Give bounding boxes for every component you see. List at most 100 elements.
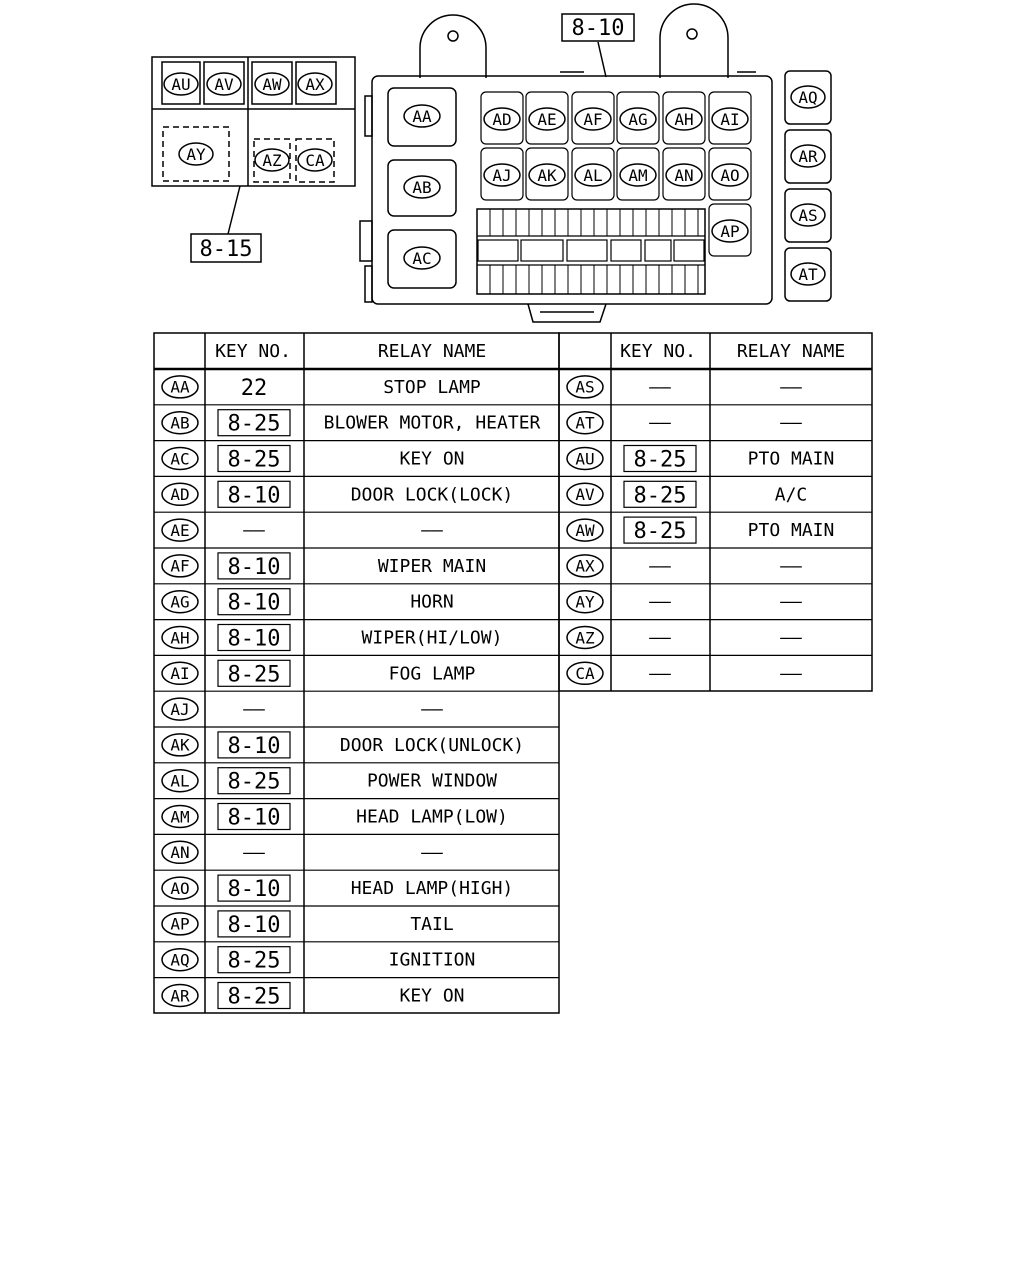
right-id-az: AZ [566,625,604,650]
left-id-ac-label: AC [170,449,189,468]
relay-at: AT [790,262,826,286]
left-id-af-label: AF [170,557,189,576]
right-name-at: —— [780,413,802,434]
right-key-au: 8-25 [634,448,687,473]
right-id-ax: AX [566,554,604,578]
relay-ai-label: AI [720,110,739,129]
left-id-af: AF [161,554,199,578]
left-name-ak: DOOR LOCK(UNLOCK) [340,735,524,756]
right-key-aw: 8-25 [634,519,687,544]
relay-ay: AY [178,142,214,166]
relay-am: AM [619,163,657,187]
main-relay-box: 8-10 [359,3,773,323]
right-key-dash: —— [649,413,671,434]
left-id-ar: AR [161,983,199,1008]
right-row-at: AT —— —— [559,404,872,435]
left-id-an-label: AN [170,843,189,862]
left-key-ad: 8-10 [228,483,281,508]
left-id-ak-label: AK [170,736,190,755]
right-key-dash: —— [649,663,671,684]
right-id-ca-label: CA [575,664,595,683]
left-name-ao: HEAD LAMP(HIGH) [351,878,514,899]
right-id-au-label: AU [575,449,594,468]
left-id-al: AL [161,768,199,793]
left-name-ar: KEY ON [399,986,464,1007]
main-box-callout: 8-10 [572,16,625,41]
right-key-dash: —— [649,628,671,649]
right-name-ca: —— [780,663,802,684]
relay-ao: AO [711,163,749,187]
left-name-ac: KEY ON [399,449,464,470]
left-key-ag: 8-10 [228,591,281,616]
relay-aa: AA [403,104,441,128]
left-id-am-label: AM [170,807,189,826]
relay-ao-label: AO [720,166,739,185]
left-name-ag: HORN [410,592,453,613]
left-key-aa: 22 [241,376,268,401]
left-header-key-no: KEY NO. [215,341,291,362]
relay-ca-label: CA [305,151,325,170]
relay-an: AN [665,163,703,187]
left-id-ah-label: AH [170,628,189,647]
right-name-ay: —— [780,592,802,613]
right-row-as: AS———— [566,375,802,399]
left-id-ab-label: AB [170,413,189,432]
relay-aw-label: AW [262,75,282,94]
relay-am-label: AM [628,166,647,185]
left-id-ag-label: AG [170,592,189,611]
relay-aa-label: AA [412,107,432,126]
relay-av-label: AV [214,75,234,94]
left-name-ae: —— [421,520,443,541]
left-id-ac: AC [161,446,199,471]
left-name-ai: FOG LAMP [389,663,476,684]
left-row-ak: AK 8-10 DOOR LOCK(UNLOCK) [154,726,559,759]
left-key-ac: 8-25 [228,448,281,473]
right-key-dash: —— [649,556,671,577]
relay-aj-label: AJ [492,166,511,185]
left-key-ak: 8-10 [228,734,281,759]
left-id-aq: AQ [161,947,199,972]
relay-au-label: AU [171,75,190,94]
relay-al-label: AL [583,166,602,185]
left-id-ap: AP [161,912,199,936]
relay-ab: AB [403,175,441,199]
relay-ax: AX [297,72,333,96]
right-row-ay: AY———— [559,583,872,614]
relay-az-label: AZ [262,151,282,170]
left-id-am: AM [161,804,199,829]
sub-relay-box: 8-15 [151,56,356,263]
left-id-ap-label: AP [170,915,189,934]
left-key-dash: —— [243,699,265,720]
left-name-ad: DOOR LOCK(LOCK) [351,484,514,505]
left-id-ab: AB [161,410,199,435]
relay-ad: AD [483,107,521,131]
right-name-av: A/C [775,484,808,505]
right-id-ay-label: AY [575,592,595,611]
right-id-at-label: AT [575,413,595,432]
right-id-aw: AW [566,518,604,542]
relay-aq: AQ [790,85,826,109]
relay-ap-label: AP [720,222,739,241]
relay-aq-label: AQ [798,88,817,107]
left-id-aj: AJ [161,697,199,721]
left-row-ac: AC 8-25 KEY ON [154,440,559,473]
left-name-ab: BLOWER MOTOR, HEATER [324,413,541,434]
left-name-af: WIPER MAIN [378,556,486,577]
left-name-am: HEAD LAMP(LOW) [356,807,508,828]
left-row-ag: AG 8-10 HORN [154,583,559,616]
left-key-ai: 8-25 [228,662,281,687]
left-name-aq: IGNITION [389,950,476,971]
right-id-av-label: AV [575,485,595,504]
relay-av: AV [206,72,242,96]
relay-ag: AG [619,107,657,131]
left-key-ap: 8-10 [228,913,281,938]
relay-ac-label: AC [412,249,431,268]
